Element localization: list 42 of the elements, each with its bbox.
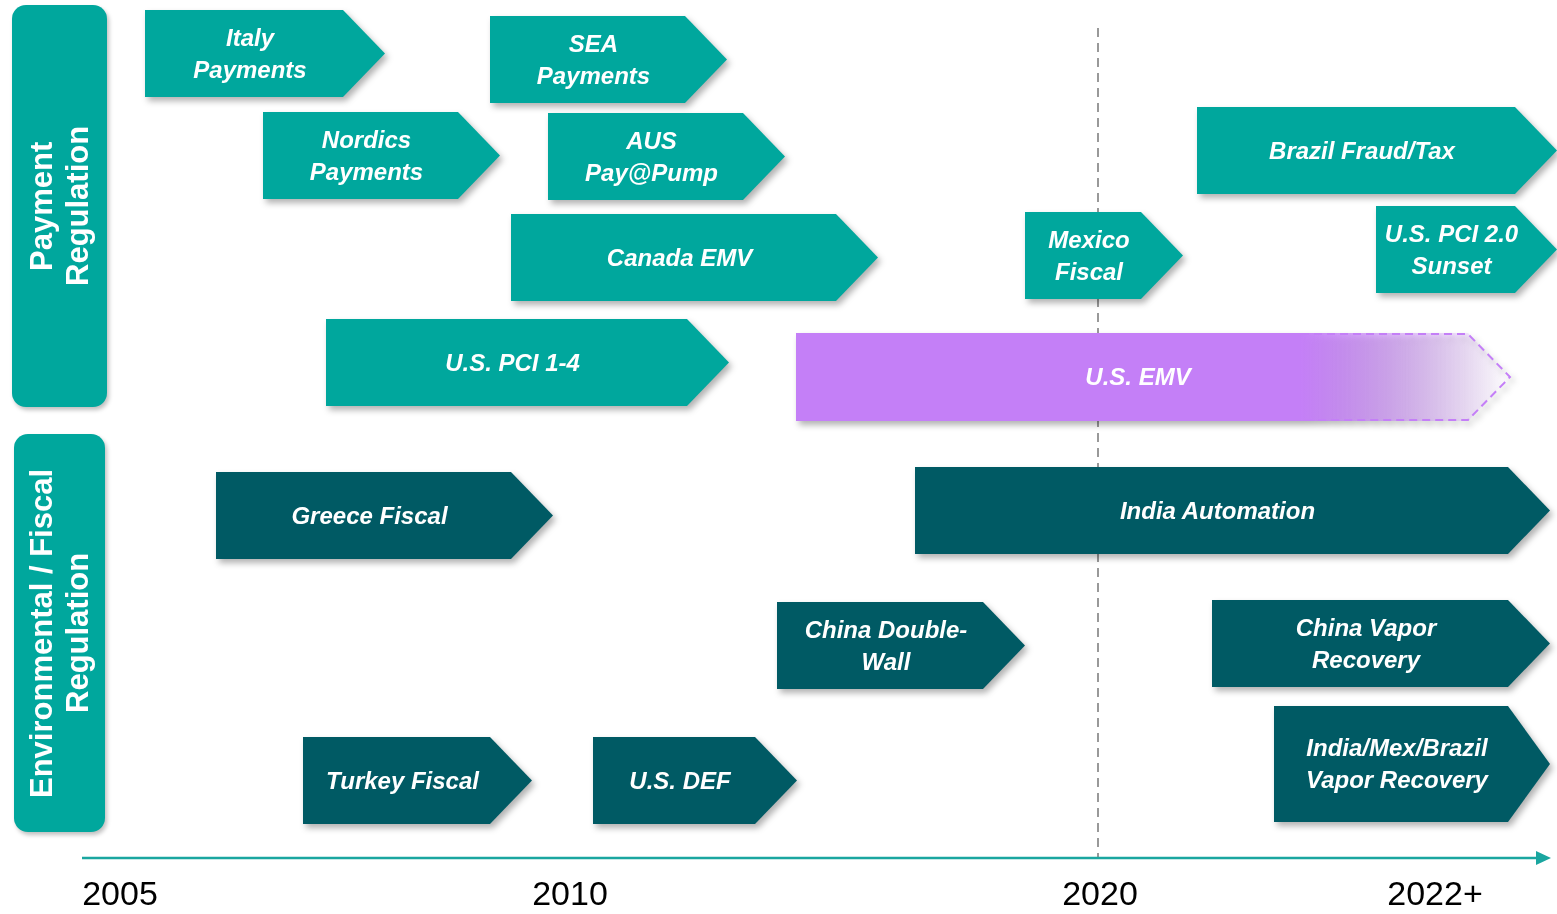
year-label: 2010 xyxy=(532,874,608,913)
timeline-banner xyxy=(1274,706,1550,822)
timeline-banner xyxy=(511,214,878,301)
year-label: 2022+ xyxy=(1387,874,1483,913)
timeline-banner xyxy=(1376,206,1557,293)
timeline-banner xyxy=(1212,600,1550,687)
year-label: 2020 xyxy=(1062,874,1138,913)
timeline-banner xyxy=(490,16,727,103)
program-label: China Vapor Recovery xyxy=(1294,612,1439,675)
program-label: AUS Pay@Pump xyxy=(584,125,719,188)
timeline-banner xyxy=(216,472,553,559)
program-label: U.S. EMV xyxy=(1085,362,1194,392)
program-label: Turkey Fiscal xyxy=(326,765,481,796)
timeline-banner xyxy=(145,10,385,97)
program-label: Canada EMV xyxy=(606,242,755,273)
timeline-banner xyxy=(326,319,729,406)
program-label: U.S. DEF xyxy=(629,765,732,796)
program-label: SEA Payments xyxy=(535,28,652,91)
program-label: Mexico Fiscal xyxy=(1047,224,1131,287)
program-label: India/Mex/Brazil Vapor Recovery xyxy=(1305,733,1490,795)
year-label: 2005 xyxy=(82,874,158,913)
category-label: Payment Regulation xyxy=(23,124,96,289)
program-label: Nordics Payments xyxy=(308,124,425,187)
category-band xyxy=(12,5,107,407)
category-band xyxy=(14,434,105,832)
program-label: Greece Fiscal xyxy=(291,500,449,531)
timeline-banner xyxy=(796,333,1510,421)
timeline-banner xyxy=(777,602,1025,689)
timeline-banner xyxy=(915,467,1550,554)
program-label: U.S. PCI 1-4 xyxy=(445,347,581,378)
program-label: China Double-Wall xyxy=(803,614,969,677)
program-label: Brazil Fraud/Tax xyxy=(1269,135,1457,166)
category-label: Environmental / Fiscal Regulation xyxy=(23,467,96,800)
timeline-banner xyxy=(593,737,797,824)
program-label: Italy Payments xyxy=(192,22,308,85)
timeline-banner xyxy=(548,113,785,200)
timeline-banner xyxy=(1025,212,1183,299)
program-label: U.S. PCI 2.0 Sunset xyxy=(1383,218,1520,281)
timeline-banner xyxy=(1197,107,1557,194)
timeline-banner xyxy=(263,112,500,199)
program-label: India Automation xyxy=(1119,495,1317,526)
timeline-banner xyxy=(303,737,532,824)
